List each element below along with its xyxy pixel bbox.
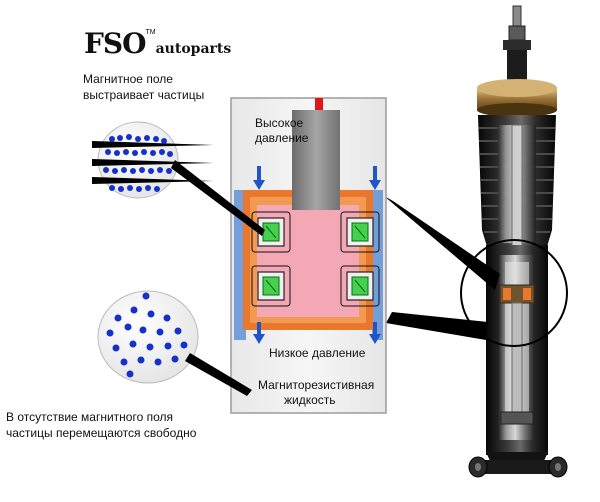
cross-section-panel bbox=[230, 97, 387, 414]
logo-sub: autoparts bbox=[155, 41, 232, 57]
label-magnetic-field-line2: выстраивает частицы bbox=[83, 88, 205, 102]
coil-bottom-left bbox=[257, 271, 285, 301]
flow-arrows bbox=[253, 166, 381, 344]
coil-bottom-right bbox=[346, 271, 374, 301]
label-no-field-line1: В отсутствие магнитного поля bbox=[6, 410, 174, 424]
label-high-pressure-line2: давление bbox=[255, 131, 309, 145]
logo-tm: TM bbox=[145, 29, 156, 36]
shock-absorber bbox=[460, 5, 568, 478]
aligned-particles-bubble bbox=[92, 121, 265, 236]
label-high-pressure-line1: Высокое bbox=[255, 116, 304, 130]
label-fluid-line2: жидкость bbox=[284, 393, 336, 407]
label-fluid-line1: Магниторезистивная bbox=[258, 378, 375, 392]
label-no-field-line2: частицы перемещаются свободно bbox=[6, 426, 197, 440]
free-particles-bubble bbox=[97, 290, 252, 396]
zoom-connector bbox=[384, 196, 500, 340]
coil-top-right bbox=[346, 217, 374, 247]
label-magnetic-field-line1: Магнитное поле bbox=[83, 72, 173, 86]
label-low-pressure: Низкое давление bbox=[269, 346, 366, 360]
logo-brand: FSO bbox=[84, 27, 146, 60]
fso-logo: FSOTM autoparts bbox=[84, 27, 231, 60]
